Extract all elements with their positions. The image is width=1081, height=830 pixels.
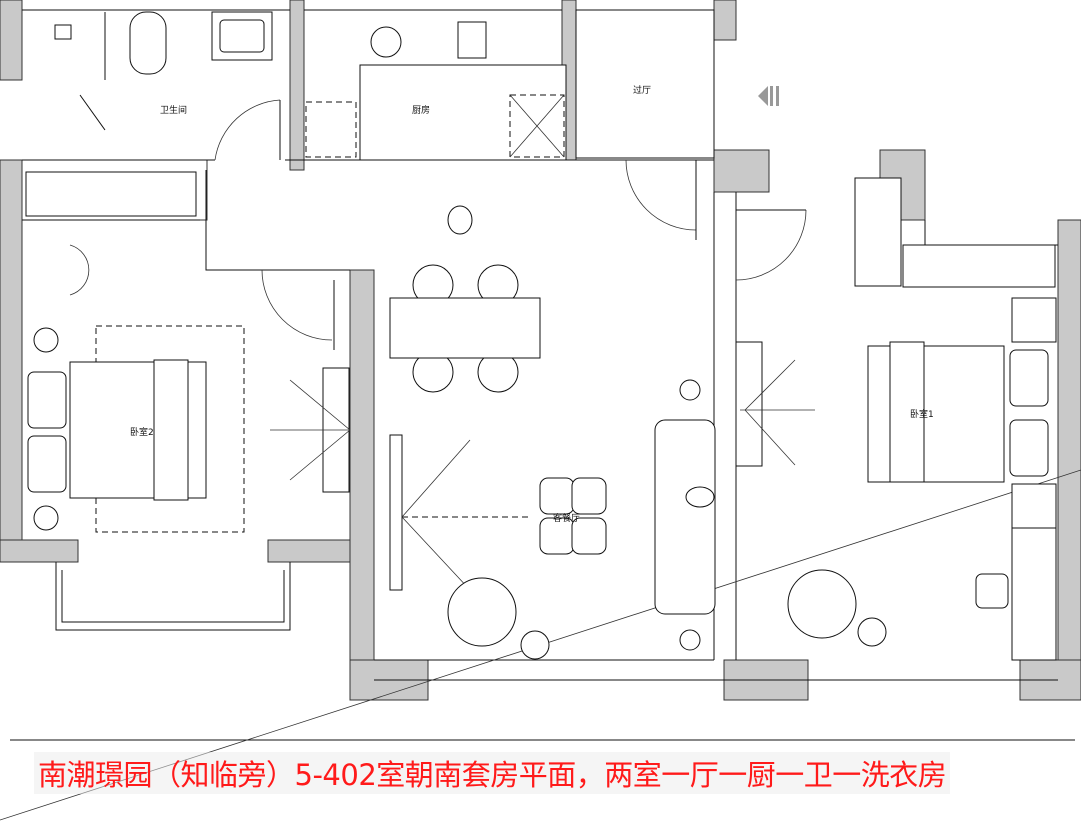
living-furniture [389, 205, 815, 660]
kitchen-fixtures [305, 21, 567, 161]
walls [0, 0, 1081, 701]
bedroom1-furniture [787, 177, 1057, 661]
plan-caption: 南潮璟园（知临旁）5-402室朝南套房平面，两室一厅一厨一卫一洗衣房 [34, 752, 951, 794]
bedroom2-furniture [25, 171, 351, 533]
room-label-bathroom: 卫生间 [160, 104, 187, 116]
room-label-bedroom2: 卧室2 [130, 426, 154, 438]
room-label-foyer: 过厅 [633, 84, 651, 96]
room-label-kitchen: 厨房 [412, 104, 430, 116]
foyer-fixtures [575, 9, 807, 281]
room-label-bedroom1: 卧室1 [910, 408, 934, 420]
bathroom-fixtures [54, 11, 281, 161]
room-label-living-dining: 客餐厅 [553, 512, 580, 524]
